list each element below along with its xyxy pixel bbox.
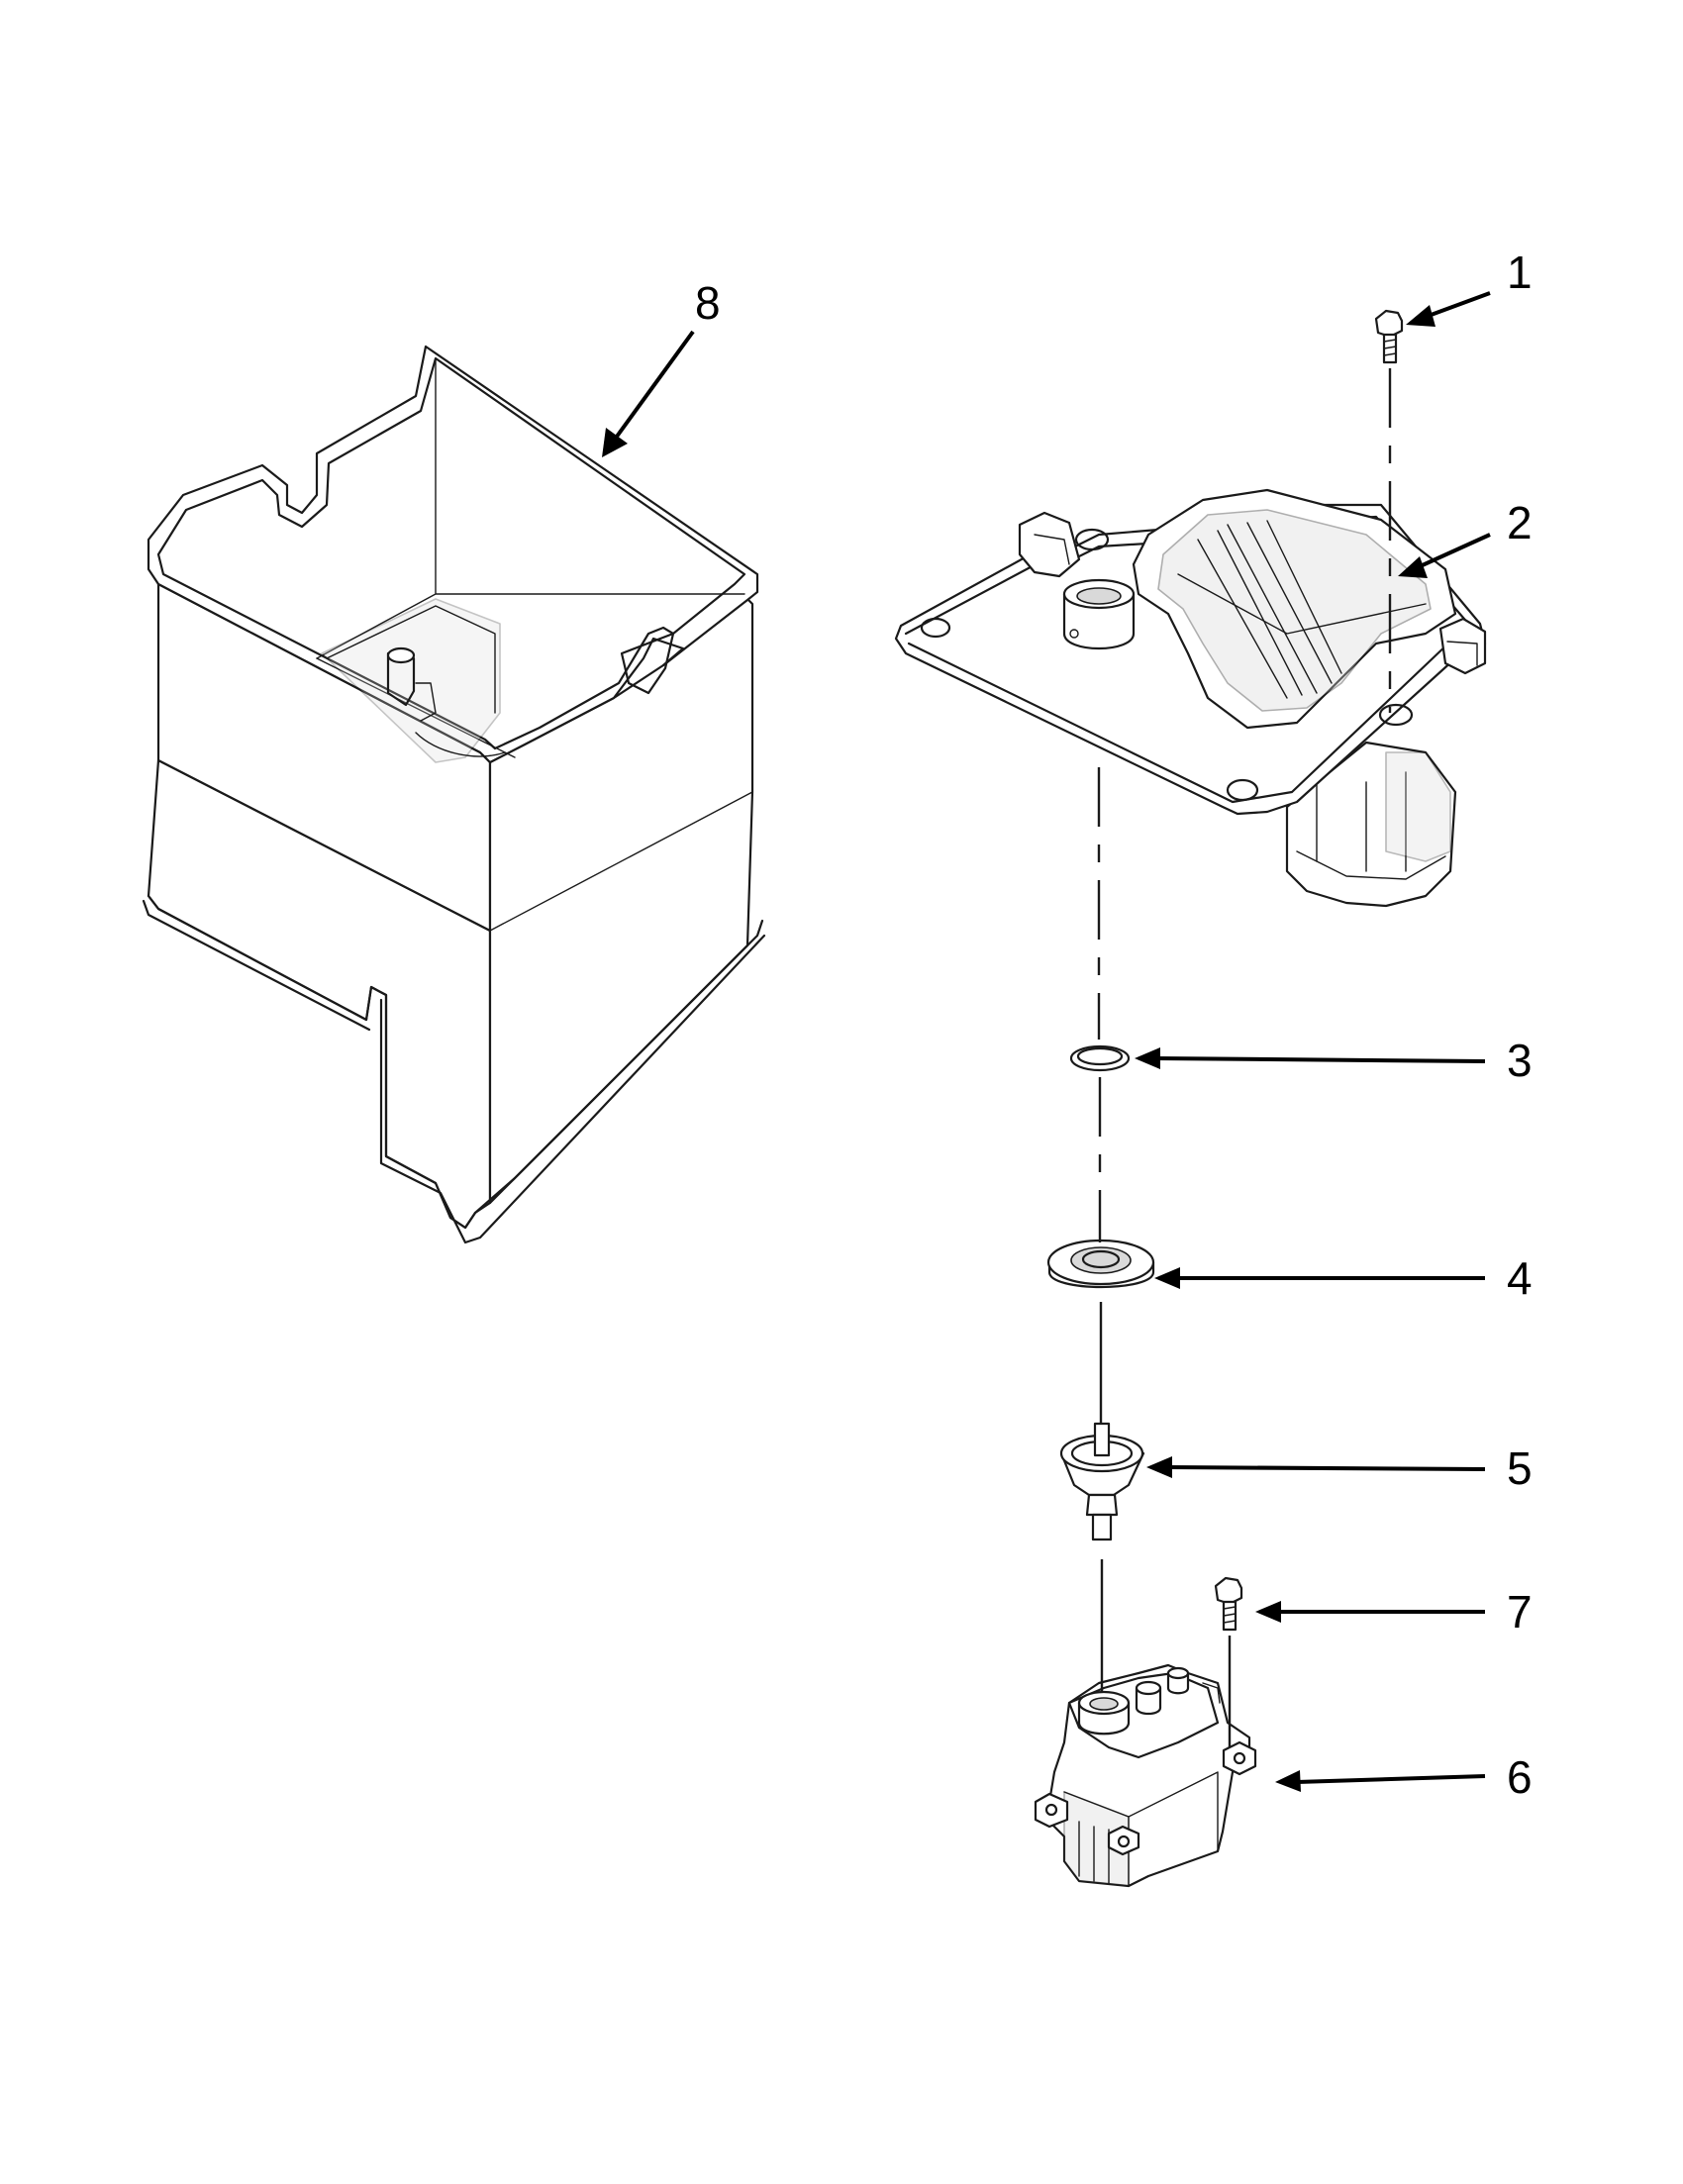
leader-arrow-3 [1155,1056,1486,1063]
callout-2: 2 [1507,497,1533,548]
arrowhead-6 [1275,1770,1301,1792]
part-6-motor-gearbox [1034,1663,1257,1888]
arrowhead-1 [1406,305,1436,327]
part-3-ring [1069,1044,1131,1072]
callout-3: 3 [1507,1035,1533,1086]
callout-8: 8 [695,277,721,329]
callout-6: 6 [1507,1751,1533,1803]
callout-5: 5 [1507,1442,1533,1494]
arrowhead-5 [1146,1456,1172,1478]
part-7-screw [1214,1576,1243,1632]
leader-arrows [602,291,1491,1792]
leader-arrow-1 [1425,291,1491,319]
assembly-centerlines [1097,368,1392,1747]
callout-7: 7 [1507,1586,1533,1638]
arrowhead-7 [1255,1601,1281,1623]
part-5-coupler [1059,1422,1145,1541]
callout-4: 4 [1507,1252,1533,1304]
leader-arrow-5 [1167,1465,1486,1471]
callout-1: 1 [1507,247,1533,298]
part-8-ice-bucket [142,345,766,1244]
arrowhead-2 [1398,556,1428,578]
arrowhead-3 [1135,1047,1160,1069]
part-4-bearing [1046,1239,1155,1289]
arrowhead-4 [1154,1267,1180,1289]
part-2-funnel-tray [894,488,1487,908]
leader-arrow-6 [1296,1774,1486,1784]
part-1-screw [1374,309,1404,364]
leader-arrow-2 [1415,533,1491,570]
leader-arrow-8 [612,330,695,443]
arrowhead-8 [602,428,628,457]
